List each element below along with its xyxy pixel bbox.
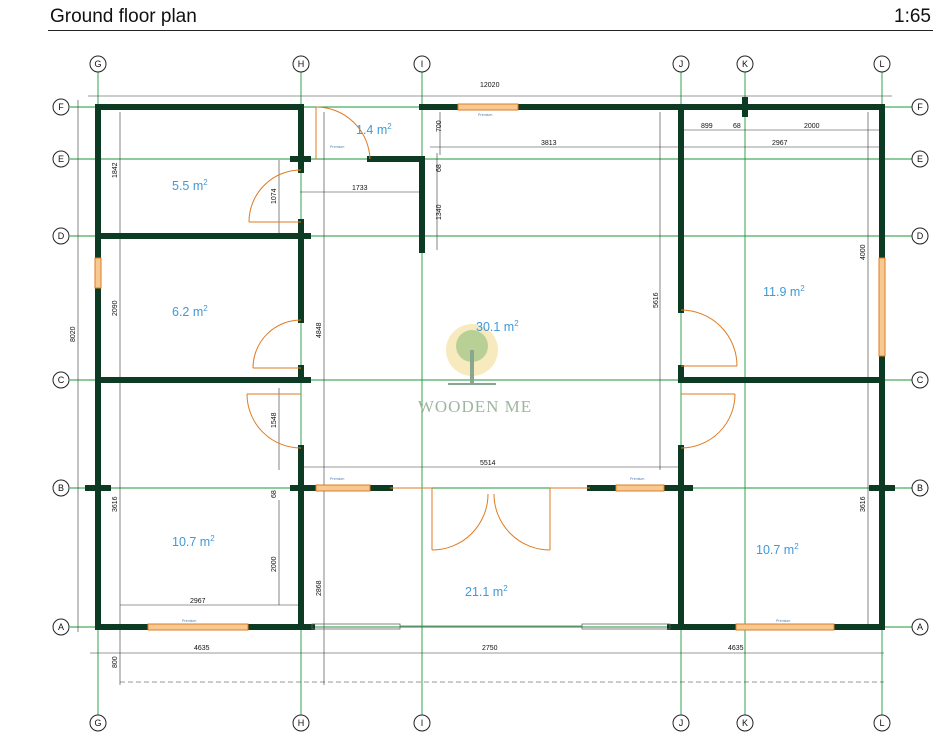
room-area: 11.9 m2 (763, 284, 805, 299)
axis-label-right: F (917, 102, 923, 112)
room-area: 5.5 m2 (172, 178, 208, 193)
dimension-label: 68 (436, 164, 443, 172)
logo: WOODEN ME (418, 324, 532, 416)
axis-label-bottom: H (298, 718, 305, 728)
dimension-label: 800 (112, 656, 119, 668)
dimension-label: 2000 (804, 123, 820, 130)
dimension-label: 2967 (190, 598, 206, 605)
window-label: Premium (776, 619, 790, 623)
dimension-label: 2750 (482, 645, 498, 652)
dimension-label: 2090 (112, 300, 119, 316)
axis-label-top: H (298, 59, 305, 69)
dimension-label: 68 (271, 490, 278, 498)
axis-label-left: B (58, 483, 64, 493)
doors (246, 106, 738, 551)
sliding-wall (311, 623, 671, 630)
axis-label-top: K (742, 59, 748, 69)
walls (85, 97, 895, 630)
dimension-label: 1548 (271, 412, 278, 428)
tree-icon (446, 324, 498, 385)
window-label: Premium (630, 477, 644, 481)
dimension-label: 700 (436, 120, 443, 132)
axis-label-bottom: G (94, 718, 101, 728)
axis-label-left: E (58, 154, 64, 164)
axis-label-left: F (58, 102, 64, 112)
scale-label: 1:65 (894, 6, 931, 27)
dimension-label: 2868 (316, 580, 323, 596)
axis-label-right: C (917, 375, 924, 385)
windows (94, 103, 886, 631)
dimension-label: 68 (733, 123, 741, 130)
axis-label-bottom: I (421, 718, 424, 728)
room-area: 1.4 m2 (356, 122, 392, 137)
window-labels: Premium Premium Premium Premium Premium … (182, 113, 790, 623)
axis-label-right: A (917, 622, 923, 632)
page-title: Ground floor plan (50, 6, 197, 27)
dimension-label: 2967 (772, 140, 788, 147)
axis-label-bottom: L (879, 718, 884, 728)
dimension-label: 2000 (271, 556, 278, 572)
dimension-label: 8020 (70, 326, 77, 342)
axis-bubbles (52, 55, 929, 732)
axis-label-left: D (58, 231, 65, 241)
logo-text: WOODEN ME (418, 397, 532, 416)
window-label: Premium (182, 619, 196, 623)
room-area: 30.1 m2 (476, 319, 519, 334)
axis-label-right: E (917, 154, 923, 164)
dimension-label: 1842 (112, 162, 119, 178)
axis-label-bottom: J (679, 718, 684, 728)
dimension-label: 3813 (541, 140, 557, 147)
inner-lines (77, 95, 892, 685)
dimension-label: 4848 (316, 322, 323, 338)
dimension-label: 1074 (271, 188, 278, 204)
dimension-label: 1733 (352, 185, 368, 192)
room-area: 21.1 m2 (465, 584, 508, 599)
axis-labels: G H I J K L G H I J K L F E D C B A F E … (58, 59, 924, 728)
axis-label-left: C (58, 375, 65, 385)
dimension-label: 4000 (860, 244, 867, 260)
dimension-labels: 12020 700 899 68 2000 3813 2967 1842 107… (70, 82, 867, 668)
dimension-label: 3616 (112, 496, 119, 512)
room-area: 10.7 m2 (756, 542, 799, 557)
dimension-label: 12020 (480, 82, 500, 89)
window-label: Premium (478, 113, 492, 117)
window-label: Premium (330, 477, 344, 481)
dimension-label: 4635 (194, 645, 210, 652)
dimension-label: 3616 (860, 496, 867, 512)
axis-label-left: A (58, 622, 64, 632)
axis-label-right: B (917, 483, 923, 493)
room-area: 6.2 m2 (172, 304, 208, 319)
dimension-label: 5514 (480, 460, 496, 467)
room-areas: 1.4 m2 5.5 m2 6.2 m2 30.1 m2 11.9 m2 10.… (172, 122, 805, 599)
axis-label-top: L (879, 59, 884, 69)
dimension-label: 1340 (436, 204, 443, 220)
title-rule (48, 30, 933, 31)
dimension-label: 4635 (728, 645, 744, 652)
room-area: 10.7 m2 (172, 534, 215, 549)
dimension-label: 899 (701, 123, 713, 130)
axis-label-bottom: K (742, 718, 748, 728)
dimension-label: 5616 (653, 292, 660, 308)
axis-label-top: I (421, 59, 424, 69)
axis-label-right: D (917, 231, 924, 241)
axis-label-top: G (94, 59, 101, 69)
window-label: Premium (330, 145, 344, 149)
axis-label-top: J (679, 59, 684, 69)
